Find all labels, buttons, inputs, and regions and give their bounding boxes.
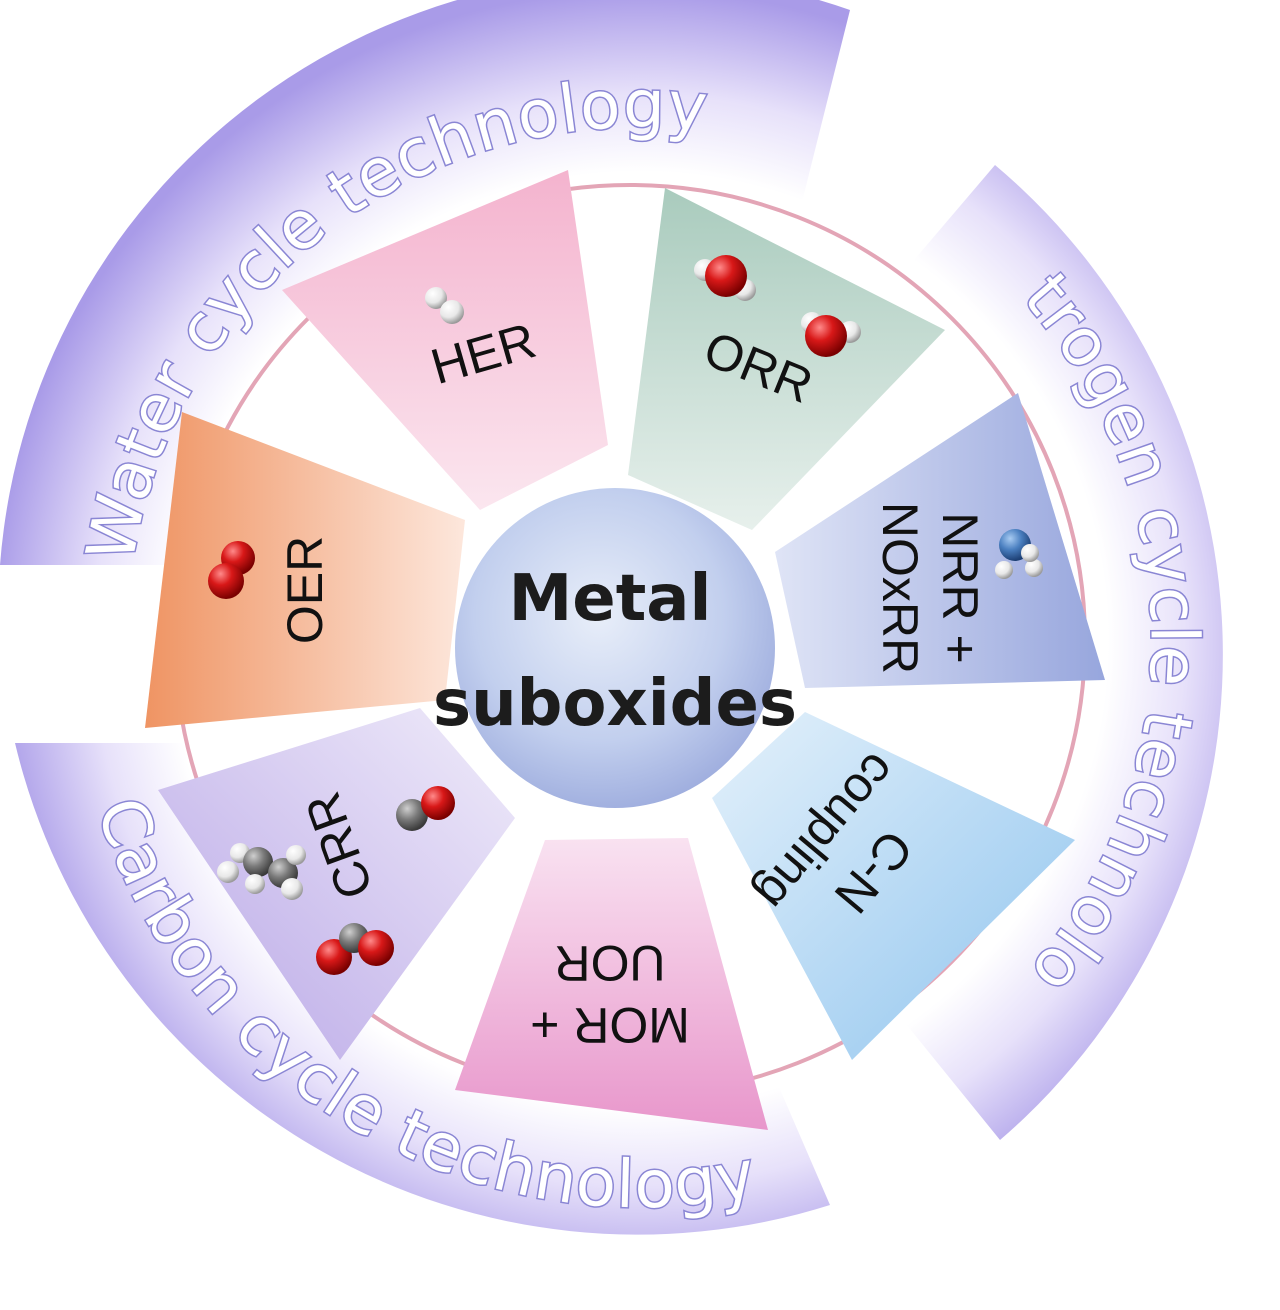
mor-label-line2: UOR xyxy=(554,935,665,991)
h2o-molecule-icon xyxy=(801,312,861,357)
nrr-label-line2: NOxRR xyxy=(872,502,928,674)
segment-cn xyxy=(712,712,1075,1060)
center-title-line2: suboxides xyxy=(433,667,797,741)
center-circle xyxy=(455,488,775,808)
nh3-molecule-icon xyxy=(995,529,1043,579)
nrr-label-line1: NRR + xyxy=(932,512,988,663)
segment-mor xyxy=(455,838,768,1130)
co2-molecule-icon xyxy=(316,923,394,975)
hydrocarbon-molecule-icon xyxy=(217,843,306,900)
segment-nrr xyxy=(775,393,1105,688)
nrr-label-group: NRR + NOxRR xyxy=(872,502,988,674)
h2-molecule-icon xyxy=(425,287,464,324)
segment-her xyxy=(282,170,608,510)
segment-oer xyxy=(145,412,465,728)
mor-label-line1: MOR + xyxy=(530,997,690,1053)
center-title-line1: Metal xyxy=(509,562,712,636)
h2o-molecule-icon xyxy=(694,255,756,301)
mor-label-group: MOR + UOR xyxy=(530,935,690,1053)
co-molecule-icon xyxy=(396,786,455,831)
o2-molecule-icon xyxy=(208,541,255,599)
oer-label: OER xyxy=(277,536,333,644)
